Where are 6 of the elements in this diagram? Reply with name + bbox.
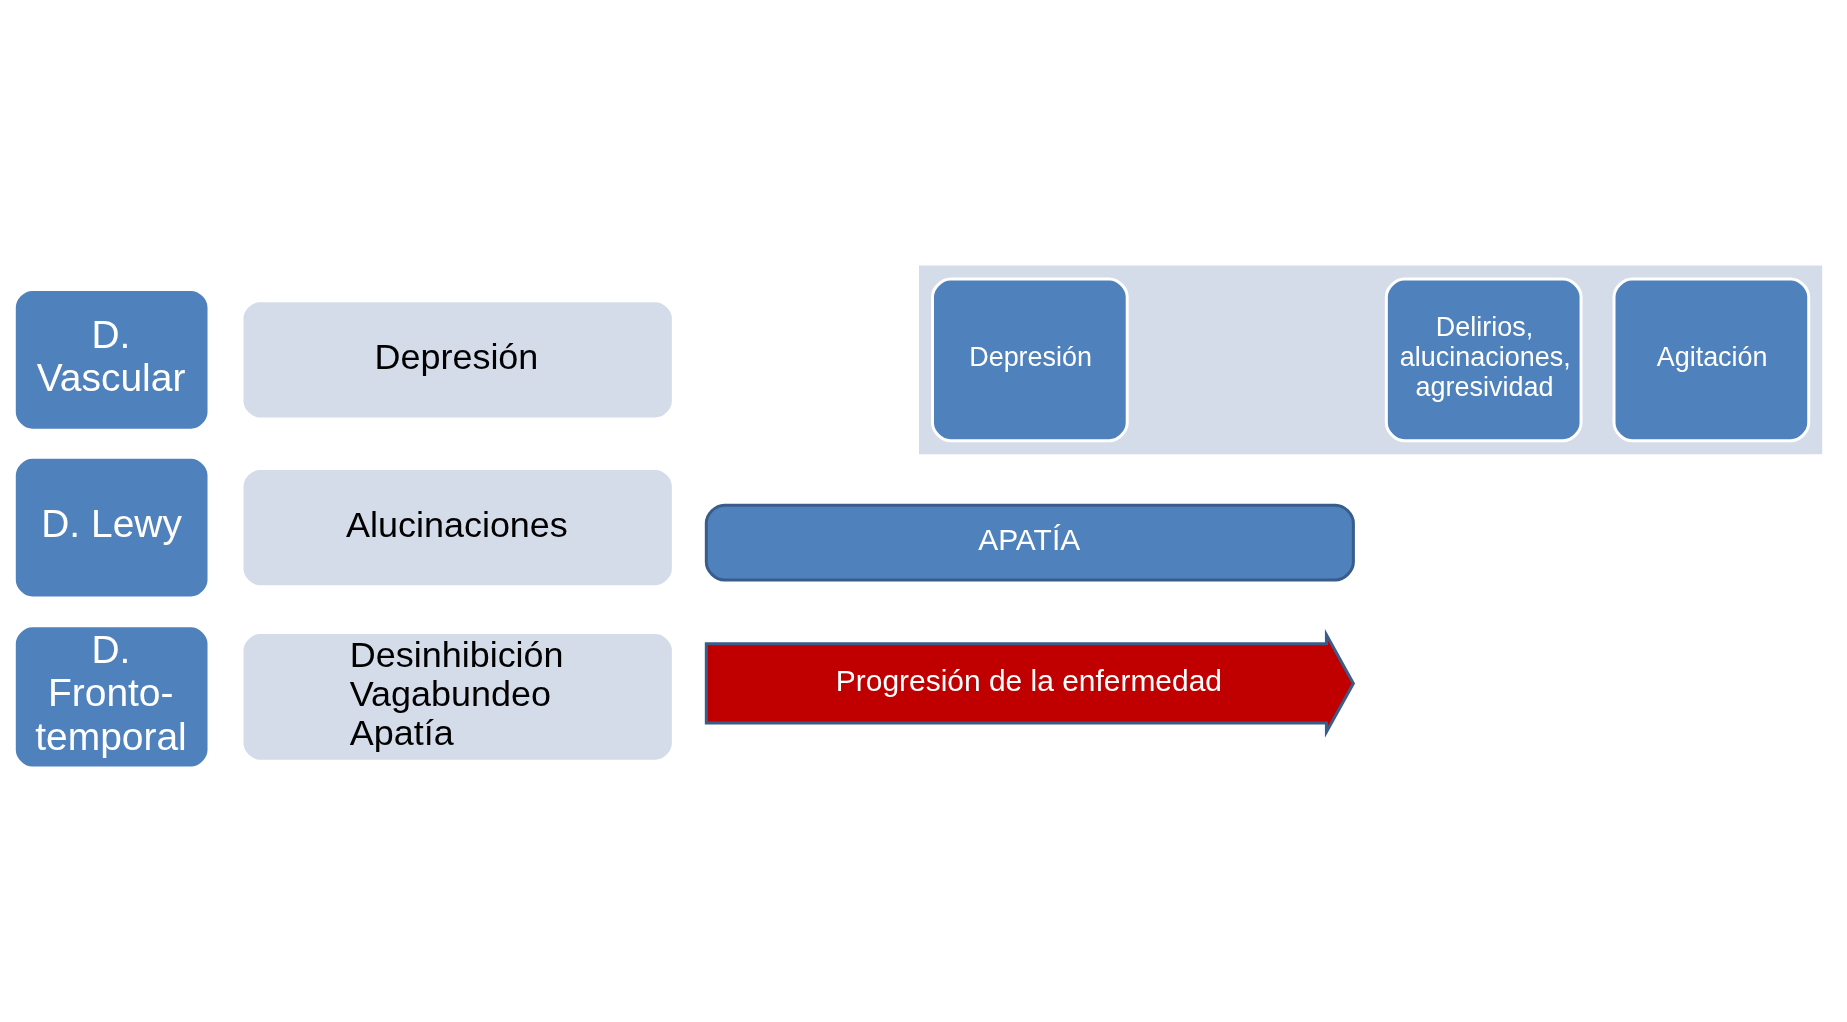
cluster <box>919 264 1823 454</box>
node-box: Delirios, alucinaciones, agresividad <box>1384 276 1583 442</box>
node-box: APATÍA <box>704 503 1355 582</box>
node-box: D. Lewy <box>12 455 211 599</box>
node-box: Agitación <box>1612 276 1811 442</box>
node-box: Depresión <box>931 276 1129 442</box>
